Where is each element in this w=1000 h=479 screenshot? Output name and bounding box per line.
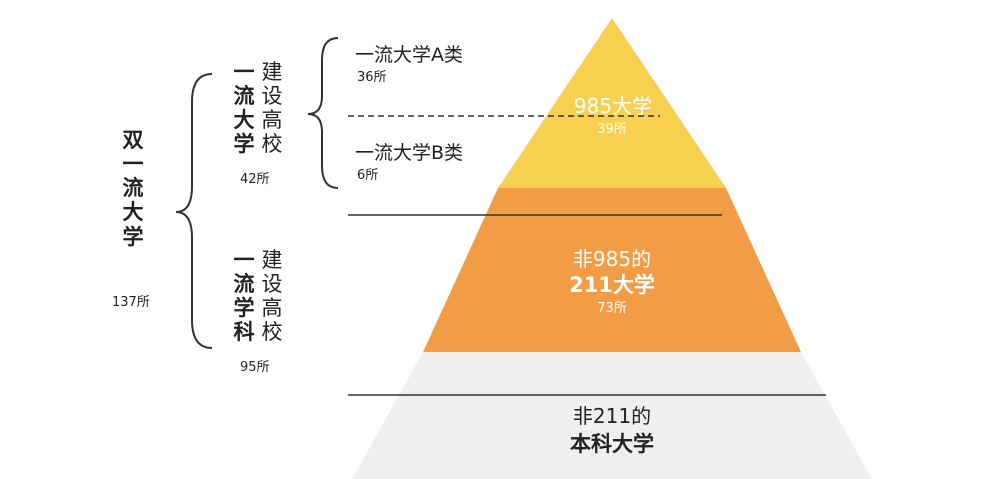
tier3-line1: 非211的 xyxy=(572,404,652,428)
class-b-label: 一流大学B类 xyxy=(355,142,464,164)
tier1-label: 985大学 xyxy=(573,94,653,118)
group1-bold-text: 一流大学 xyxy=(233,60,255,157)
brace-main xyxy=(175,73,213,349)
group1-normal-label: 建设高校 xyxy=(260,60,284,157)
group1-bold-label: 一流大学 xyxy=(232,60,256,157)
group2-bold-text: 一流学科 xyxy=(233,248,255,345)
class-b-count: 6所 xyxy=(357,168,379,183)
double-first-class-label: 双一流大学 xyxy=(121,128,145,249)
class-a-label: 一流大学A类 xyxy=(355,44,463,66)
tier2-count: 73所 xyxy=(597,301,627,316)
group2-count: 95所 xyxy=(240,360,270,375)
class-a-count: 36所 xyxy=(357,70,387,85)
main-count: 137所 xyxy=(112,295,150,310)
group1-count: 42所 xyxy=(240,172,270,187)
group2-normal-text: 建设高校 xyxy=(261,248,283,345)
tier3-line2: 本科大学 xyxy=(570,432,654,456)
tier2-line1: 非985的 xyxy=(572,247,652,271)
group2-bold-label: 一流学科 xyxy=(232,248,256,345)
tier-211 xyxy=(423,188,801,352)
brace-classes xyxy=(307,37,339,189)
tier2-line2: 211大学 xyxy=(569,273,655,297)
tier-985 xyxy=(498,18,726,188)
main-label-text: 双一流大学 xyxy=(122,128,144,249)
tier1-count: 39所 xyxy=(597,122,627,137)
tier-undergrad xyxy=(352,352,872,479)
group2-normal-label: 建设高校 xyxy=(260,248,284,345)
group1-normal-text: 建设高校 xyxy=(261,60,283,157)
